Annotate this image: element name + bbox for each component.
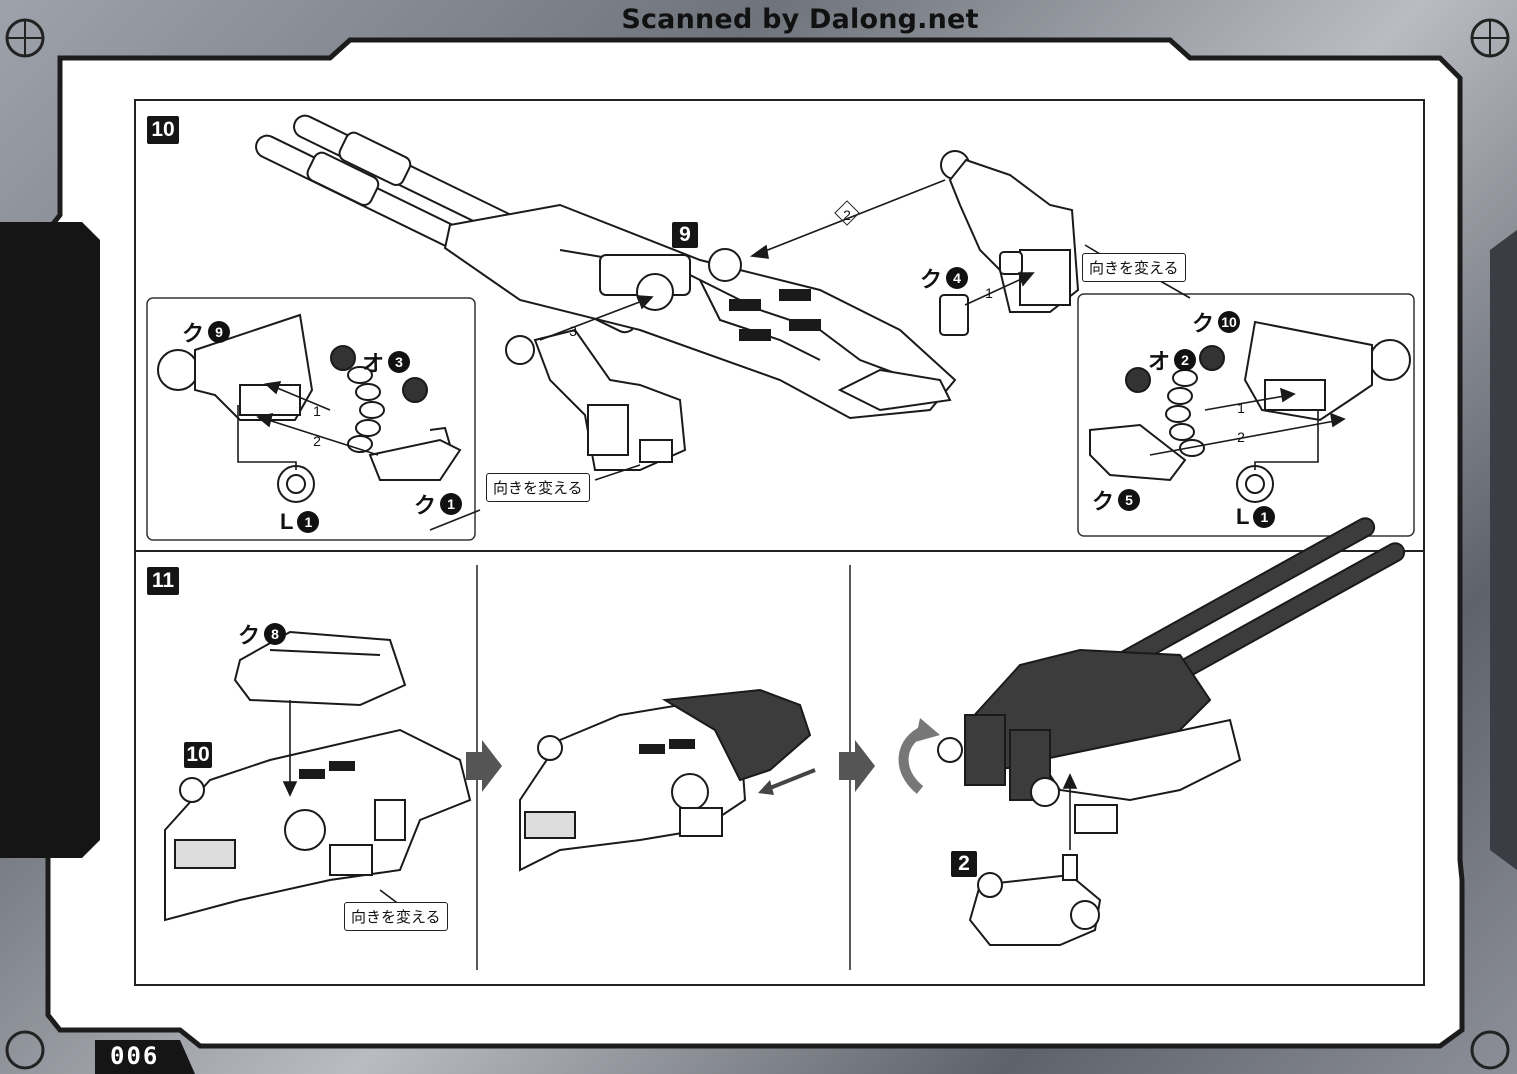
part-label-o2: オ 2 — [1148, 344, 1197, 376]
part-label-k8: ク 8 — [238, 618, 287, 650]
part-label-k10: ク 10 — [1192, 306, 1241, 338]
part-k4-drawing — [939, 294, 969, 336]
side-mount-drawing — [505, 328, 687, 471]
part-label-k9: ク 9 — [182, 316, 231, 348]
watermark: Scanned by Dalong.net — [621, 4, 979, 35]
cannon-assembly-drawing — [255, 114, 957, 420]
step11-panel1-drawing — [164, 630, 472, 922]
callout-change-direction-right: 向きを変える — [1082, 253, 1186, 282]
order-mark-1-left: 1 — [313, 403, 321, 419]
right-detail-drawing — [1089, 320, 1411, 503]
callout-change-direction-step11: 向きを変える — [344, 902, 448, 931]
ref-10-badge: 10 — [184, 742, 212, 768]
part-label-k4: ク 4 — [920, 262, 969, 294]
flow-arrow-1 — [466, 740, 502, 792]
step11-panel3-drawing — [937, 517, 1406, 946]
order-mark-3-main: 3 — [569, 323, 577, 339]
part-label-k1: ク 1 — [414, 488, 463, 520]
part-label-l1-left: L 1 — [280, 509, 320, 535]
order-mark-1-right: 1 — [1237, 400, 1245, 416]
order-mark-2-left: 2 — [313, 433, 321, 449]
callout-change-direction-left: 向きを変える — [486, 473, 590, 502]
step-11-badge: 11 — [147, 567, 179, 595]
step11-panel2-drawing — [519, 688, 812, 872]
page-number: 006 — [110, 1042, 160, 1070]
part-label-k5: ク 5 — [1092, 484, 1141, 516]
part-label-l1-right: L 1 — [1236, 504, 1276, 530]
step-10-badge: 10 — [147, 116, 179, 144]
flow-arrow-2 — [839, 740, 875, 792]
order-mark-2-right: 2 — [1237, 429, 1245, 445]
sub-step-9-badge: 9 — [672, 222, 698, 248]
part-label-o3: オ 3 — [362, 346, 411, 378]
order-mark-2-main: 2 — [843, 207, 851, 223]
order-mark-1-main: 1 — [985, 285, 993, 301]
sub-step-2-badge: 2 — [951, 851, 977, 877]
